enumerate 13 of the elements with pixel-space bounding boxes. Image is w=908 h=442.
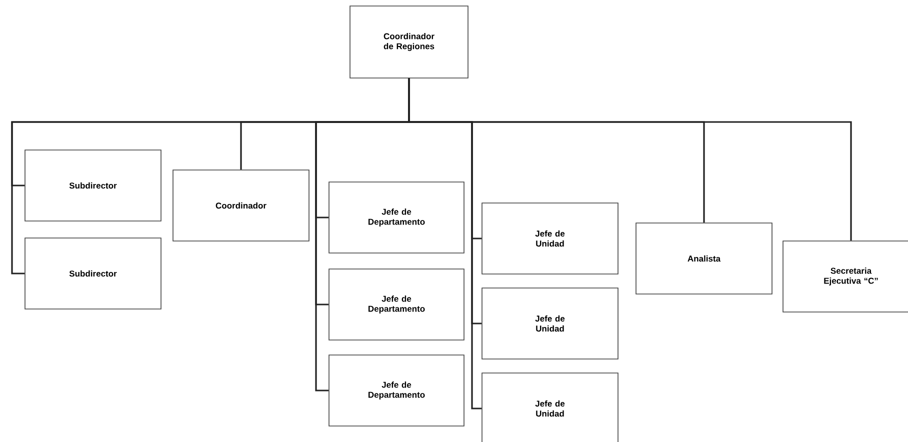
position-box: Jefe de Unidad [482,288,618,360]
position-box: Jefe de Unidad [482,372,618,442]
position-box: Jefe de Departamento [328,354,464,426]
position-box: Jefe de Departamento [328,268,464,340]
position-box: Jefe de Unidad [482,202,618,274]
position-box: Jefe de Departamento [328,182,464,254]
position-box: Coordinador de Regiones [350,6,468,78]
position-box: Subdirector [24,238,162,310]
position-box: Secretaria Ejecutiva “C” [782,240,908,312]
connector-line [408,78,852,241]
position-box: Analista [636,222,772,294]
position-box: Subdirector [24,150,162,222]
position-box: Coordinador [172,170,310,242]
